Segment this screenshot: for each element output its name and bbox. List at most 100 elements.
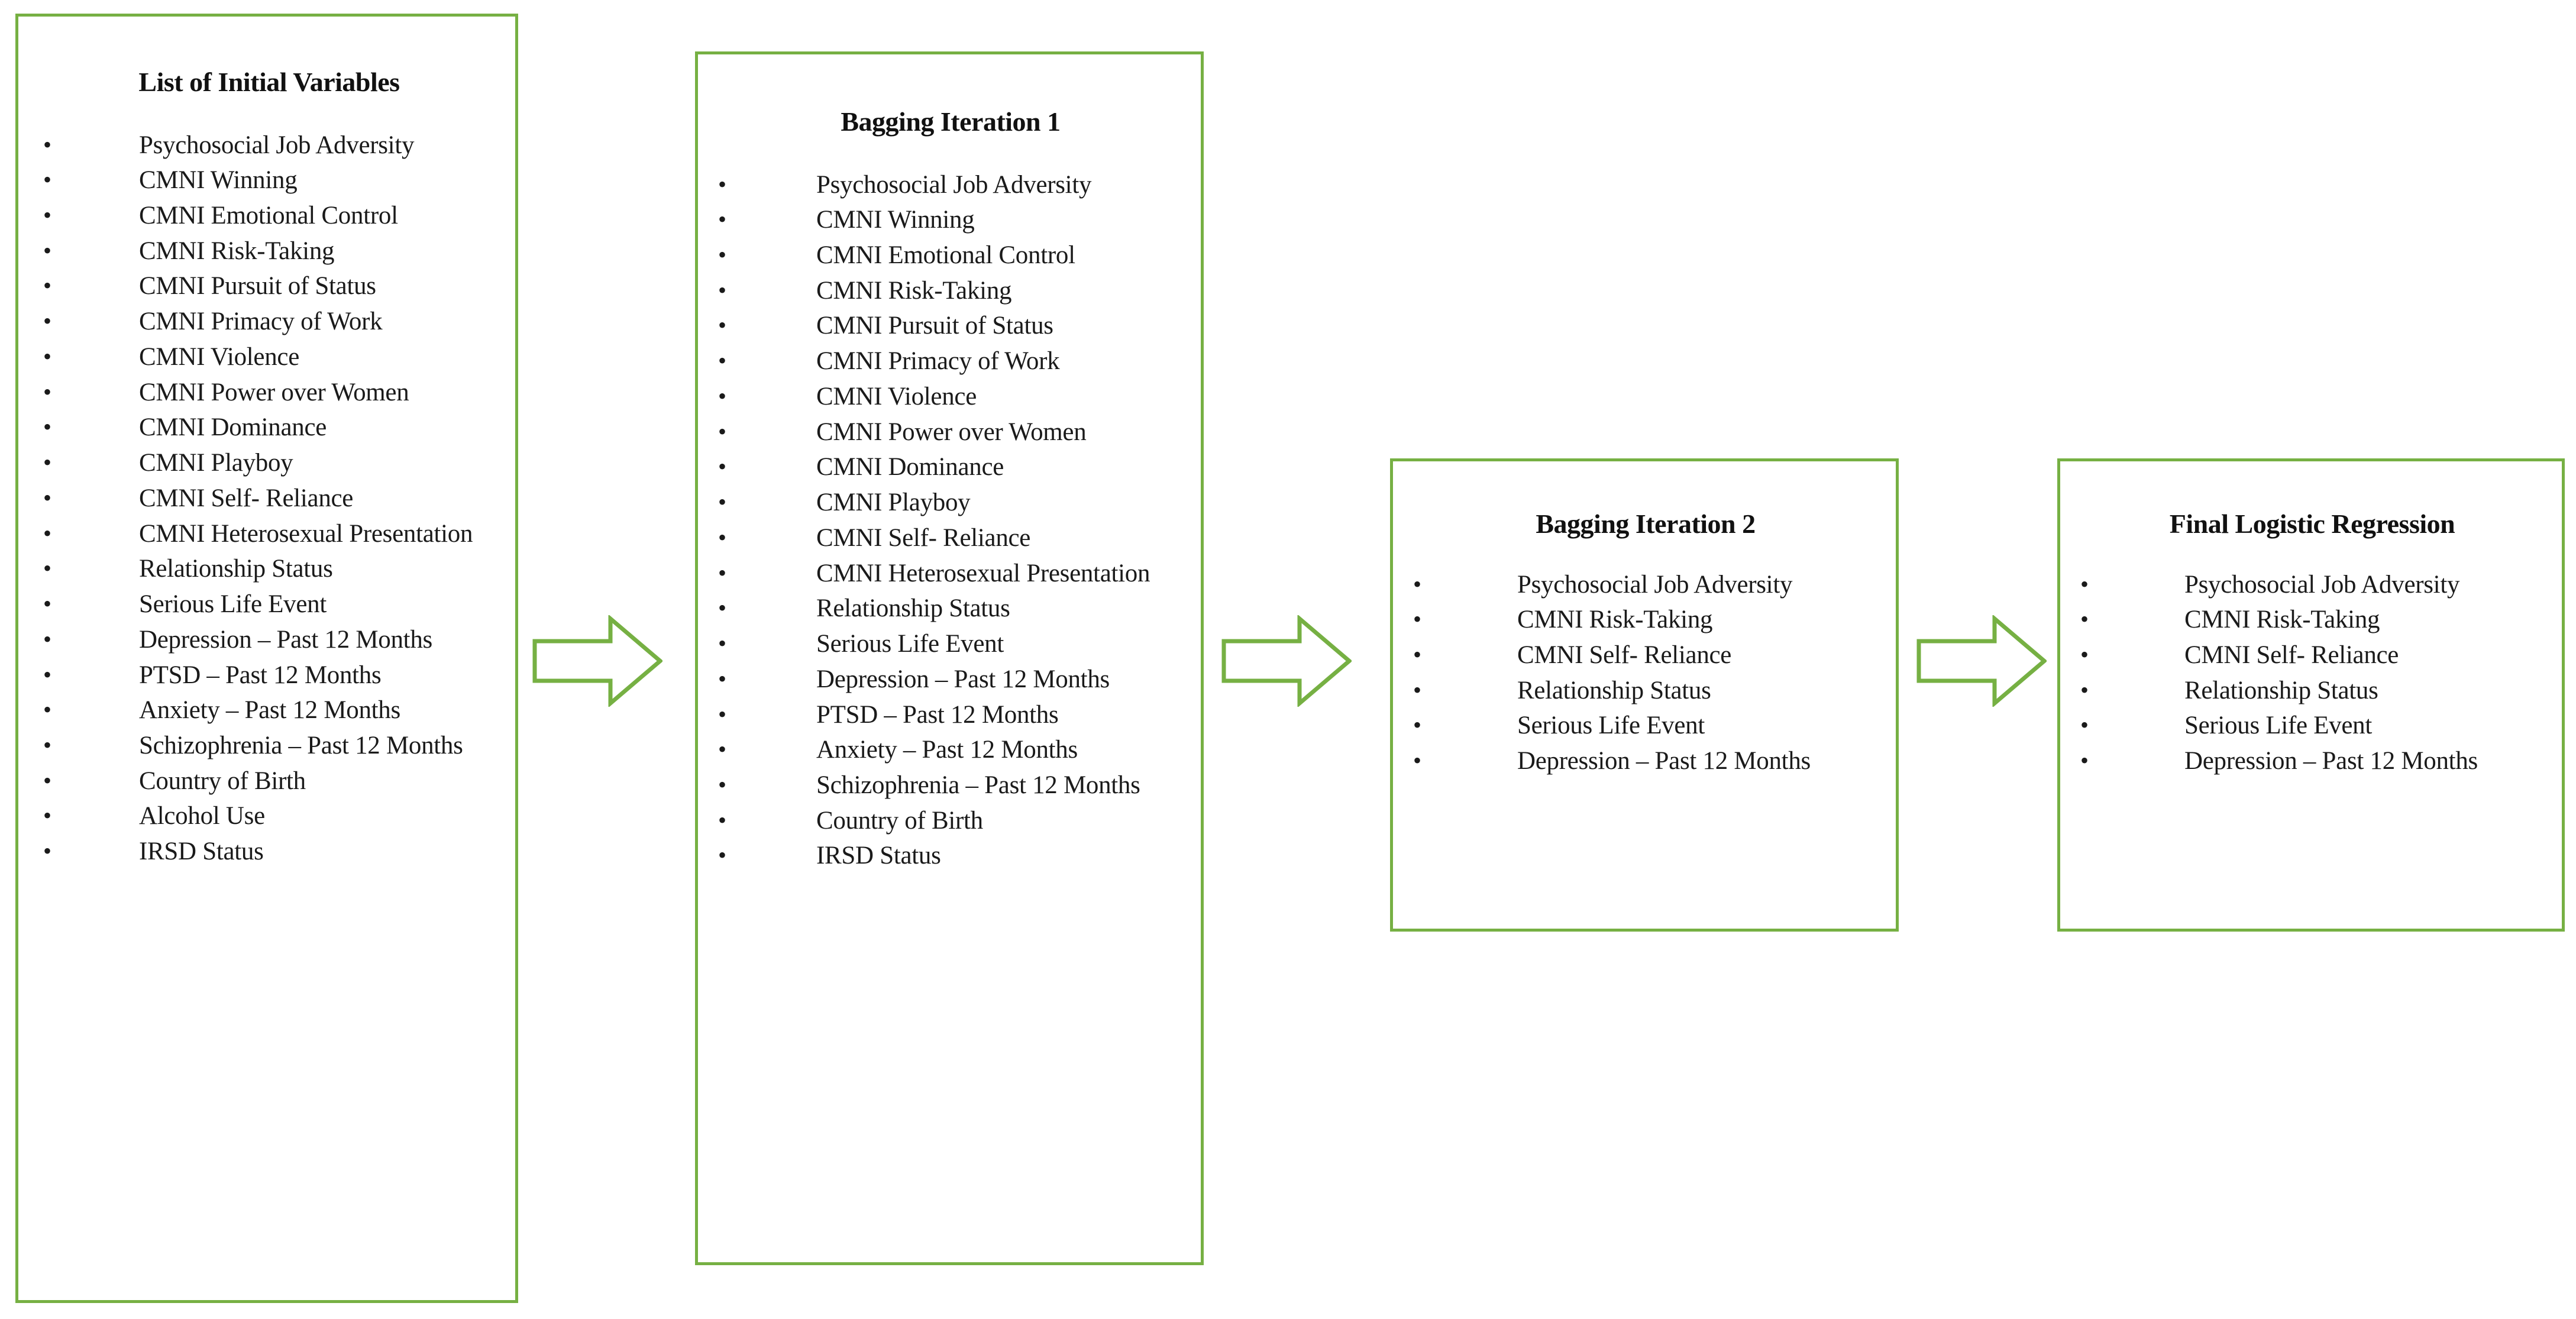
variable-list-item: •Psychosocial Job Adversity xyxy=(2080,570,2544,600)
variable-label: CMNI Pursuit of Status xyxy=(139,272,376,300)
variable-label: Psychosocial Job Adversity xyxy=(1517,570,1793,599)
variable-list-item: •CMNI Emotional Control xyxy=(718,241,1183,271)
bullet-icon: • xyxy=(43,732,51,758)
box-title-bagging-iteration-1: Bagging Iteration 1 xyxy=(841,106,1061,137)
variable-list-item: •Anxiety – Past 12 Months xyxy=(43,696,495,726)
bullet-icon: • xyxy=(2080,606,2089,633)
variable-label: CMNI Playboy xyxy=(139,449,293,477)
variable-list-item: •CMNI Risk-Taking xyxy=(43,237,495,267)
variable-label: CMNI Self- Reliance xyxy=(1517,641,1732,669)
variable-label: Serious Life Event xyxy=(1517,712,1705,740)
variable-list-item: •CMNI Primacy of Work xyxy=(43,307,495,337)
variable-list-item: •Relationship Status xyxy=(43,554,495,584)
variable-list-item: •CMNI Playboy xyxy=(43,448,495,479)
variable-label: Psychosocial Job Adversity xyxy=(139,131,415,159)
bullet-icon: • xyxy=(43,661,51,688)
bullet-icon: • xyxy=(43,237,51,264)
right-block-arrow-icon xyxy=(532,615,662,707)
variable-list-item: •Relationship Status xyxy=(718,594,1183,624)
bullet-icon: • xyxy=(43,378,51,405)
variable-list-wrapper: •Psychosocial Job Adversity•CMNI Risk-Ta… xyxy=(2080,570,2544,777)
variable-list-bagging-iteration-1: •Psychosocial Job Adversity•CMNI Winning… xyxy=(718,170,1183,872)
variable-list-item: • Anxiety – Past 12 Months xyxy=(718,735,1183,765)
variable-list-item: • IRSD Status xyxy=(43,837,495,867)
variable-label: Anxiety – Past 12 Months xyxy=(816,736,1078,764)
bullet-icon: • xyxy=(43,838,51,865)
variable-label: CMNI Violence xyxy=(139,342,299,371)
variable-list-item: •Depression – Past 12 Months xyxy=(1413,746,1878,777)
variable-list-item: •CMNI Power over Women xyxy=(718,418,1183,448)
bullet-icon: • xyxy=(1413,606,1421,633)
variable-label: CMNI Heterosexual Presentation xyxy=(816,559,1150,587)
bullet-icon: • xyxy=(43,166,51,193)
variable-list-item: •CMNI Emotional Control xyxy=(43,201,495,231)
variable-label: Country of Birth xyxy=(139,767,306,795)
variable-label: Depression – Past 12 Months xyxy=(2184,747,2478,775)
bullet-icon: • xyxy=(43,413,51,441)
variable-list-item: •CMNI Pursuit of Status xyxy=(718,311,1183,341)
variable-label: Anxiety – Past 12 Months xyxy=(139,696,400,725)
bullet-icon: • xyxy=(718,489,726,516)
variable-list-item: •CMNI Self- Reliance xyxy=(43,484,495,514)
variable-list-item: •Depression – Past 12 Months xyxy=(718,665,1183,695)
right-block-arrow-icon xyxy=(1221,615,1352,707)
variable-list-item: •CMNI Power over Women xyxy=(43,378,495,408)
box-final-logistic-regression: Final Logistic Regression •Psychosocial … xyxy=(2057,458,2565,932)
variable-label: CMNI Self- Reliance xyxy=(2184,641,2399,669)
variable-list-item: • CMNI Self- Reliance xyxy=(1413,641,1878,671)
variable-label: CMNI Risk-Taking xyxy=(2184,606,2380,634)
bullet-icon: • xyxy=(1413,712,1421,739)
bullet-icon: • xyxy=(718,594,726,622)
variable-list-bagging-iteration-2: •Psychosocial Job Adversity•CMNI Risk-Ta… xyxy=(1413,570,1878,777)
variable-label: CMNI Winning xyxy=(816,206,975,234)
variable-list-item: •CMNI Self- Reliance xyxy=(718,523,1183,554)
box-title-bagging-iteration-2: Bagging Iteration 2 xyxy=(1536,509,1756,539)
bullet-icon: • xyxy=(2080,747,2089,774)
variable-list-item: •Country of Birth xyxy=(43,767,495,797)
bullet-icon: • xyxy=(718,559,726,586)
variable-list-item: • Depression – Past 12 Months xyxy=(2080,746,2544,777)
bullet-icon: • xyxy=(43,590,51,618)
variable-label: IRSD Status xyxy=(816,842,941,870)
bullet-icon: • xyxy=(718,700,726,728)
bullet-icon: • xyxy=(43,131,51,158)
bullet-icon: • xyxy=(718,842,726,869)
bullet-icon: • xyxy=(718,241,726,268)
variable-label: CMNI Playboy xyxy=(816,489,971,517)
variable-label: CMNI Dominance xyxy=(816,453,1004,481)
variable-label: Serious Life Event xyxy=(2184,712,2373,740)
variable-label: PTSD – Past 12 Months xyxy=(816,700,1059,729)
variable-label: Relationship Status xyxy=(139,555,333,583)
variable-label: Depression – Past 12 Months xyxy=(1517,747,1811,775)
right-block-arrow-icon xyxy=(1916,615,2047,707)
variable-label: Relationship Status xyxy=(2184,676,2378,704)
variable-label: CMNI Violence xyxy=(816,382,977,410)
bullet-icon: • xyxy=(718,312,726,339)
bullet-icon: • xyxy=(43,342,51,370)
variable-list-item: •Serious Life Event xyxy=(718,629,1183,660)
variable-list-item: •Relationship Status xyxy=(1413,676,1878,706)
variable-label: CMNI Heterosexual Presentation xyxy=(139,519,473,548)
box-inner: Bagging Iteration 1 •Psychosocial Job Ad… xyxy=(698,54,1201,871)
variable-list-item: •CMNI Winning xyxy=(718,205,1183,235)
variable-list-item: •Schizophrenia – Past 12 Months xyxy=(718,771,1183,801)
bullet-icon: • xyxy=(718,665,726,692)
variable-list-item: • CMNI Heterosexual Presentation xyxy=(718,559,1183,589)
box-bagging-iteration-2: Bagging Iteration 2 •Psychosocial Job Ad… xyxy=(1390,458,1899,932)
variable-list-item: •CMNI Primacy of Work xyxy=(718,347,1183,377)
variable-list-item: • CMNI Playboy xyxy=(718,488,1183,518)
variable-list-item: •CMNI Risk-Taking xyxy=(1413,605,1878,635)
variable-label: IRSD Status xyxy=(139,838,264,866)
bullet-icon: • xyxy=(1413,641,1421,668)
variable-list-item: •Psychosocial Job Adversity xyxy=(1413,570,1878,600)
variable-label: Country of Birth xyxy=(816,806,983,835)
bullet-icon: • xyxy=(718,736,726,763)
variable-label: Depression – Past 12 Months xyxy=(139,625,432,654)
variable-list-item: • CMNI Risk-Taking xyxy=(2080,605,2544,635)
variable-label: Serious Life Event xyxy=(139,590,327,619)
variable-label: CMNI Risk-Taking xyxy=(816,276,1012,305)
bullet-icon: • xyxy=(2080,570,2089,597)
variable-list-item: •Country of Birth xyxy=(718,806,1183,836)
variable-list-item: •PTSD – Past 12 Months xyxy=(43,661,495,691)
bullet-icon: • xyxy=(43,519,51,547)
